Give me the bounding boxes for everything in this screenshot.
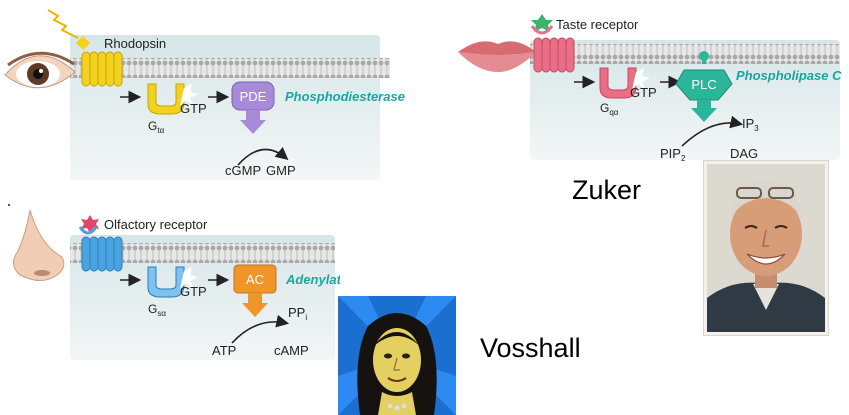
smell-g-protein-icon: [147, 266, 185, 298]
vision-gtp-label: GTP: [180, 101, 207, 116]
nose-icon: [13, 209, 65, 281]
plc-effector-icon: [675, 69, 733, 101]
vision-activation-burst-icon: [180, 84, 198, 106]
taste-g-protein-icon: [599, 67, 637, 99]
vosshall-portrait: [338, 296, 456, 415]
zuker-name: Zuker: [572, 175, 642, 205]
taste-membrane: [530, 44, 840, 64]
taste-activation-burst-icon: [632, 68, 650, 90]
smell-substrate-label: ATP: [212, 343, 236, 358]
eye-icon: [4, 51, 76, 89]
taste-product1-label: IP3: [742, 116, 759, 133]
vision-reaction-arrow: [237, 146, 289, 166]
vision-receptor-label: Rhodopsin: [104, 36, 166, 51]
vosshall-name: Vosshall: [480, 333, 581, 363]
smell-activation-burst-icon: [180, 267, 198, 289]
smell-receptor-label: Olfactory receptor: [104, 217, 208, 232]
smell-reaction-arrow: [231, 314, 290, 344]
vision-membrane: [70, 58, 390, 78]
zuker-portrait: [703, 160, 829, 336]
vision-g-protein-icon: [147, 83, 185, 115]
olfactory-receptor-icon: [78, 226, 98, 235]
taste-substrate-label: PIP2: [660, 146, 686, 163]
light-ray-icon: [47, 9, 79, 39]
nostril-icon: [34, 270, 50, 276]
vision-effector-name: Phosphodiesterase: [285, 89, 405, 104]
taste-g-protein-label: Gqα: [600, 101, 619, 117]
olfactory-receptor-helices: [81, 236, 123, 272]
smell-membrane: [70, 243, 335, 263]
taste-receptor-label: Taste receptor: [556, 17, 639, 32]
taste-gtp-label: GTP: [630, 85, 657, 100]
taste-reaction-arrow: [681, 115, 744, 147]
taste-pathway-panel: Taste receptor Gqα GTP PLC Phospholipase…: [458, 14, 842, 163]
smell-pathway-panel: Olfactory receptor Gsα GTP AC Adenylate …: [13, 209, 340, 360]
ac-label: AC: [246, 272, 264, 287]
taste-effector-name: Phospholipase C: [736, 68, 842, 83]
vision-product-label: GMP: [266, 163, 296, 178]
odorant-icon: [81, 215, 99, 233]
taste-product2-label: DAG: [730, 146, 758, 161]
vision-pathway-panel: Rhodopsin Gtα GTP PDE Phosphodiesterase …: [4, 9, 405, 180]
rhodopsin-receptor-icon: [81, 51, 123, 87]
pde-output-arrow-icon: [240, 110, 266, 134]
pde-label: PDE: [240, 89, 267, 104]
smell-gtp-label: GTP: [180, 284, 207, 299]
ac-output-arrow-icon: [242, 293, 268, 317]
vision-g-protein-label: Gtα: [148, 119, 165, 135]
smell-product-label: cAMP: [274, 343, 309, 358]
stray-mark: [8, 204, 10, 206]
taste-receptor-arm-icon: [530, 25, 554, 35]
vision-substrate-label: cGMP: [225, 163, 261, 178]
smell-byproduct-label: PPi: [288, 305, 307, 322]
tastant-icon: [531, 14, 553, 32]
smell-effector-name: Adenylate cyclase: [285, 272, 340, 287]
lips-icon: [458, 41, 536, 72]
smell-g-protein-label: Gsα: [148, 302, 166, 318]
taste-receptor-helices: [533, 37, 575, 73]
plc-output-arrow-icon: [691, 100, 717, 122]
plc-anchor-head: [699, 51, 709, 61]
plc-label: PLC: [691, 77, 716, 92]
